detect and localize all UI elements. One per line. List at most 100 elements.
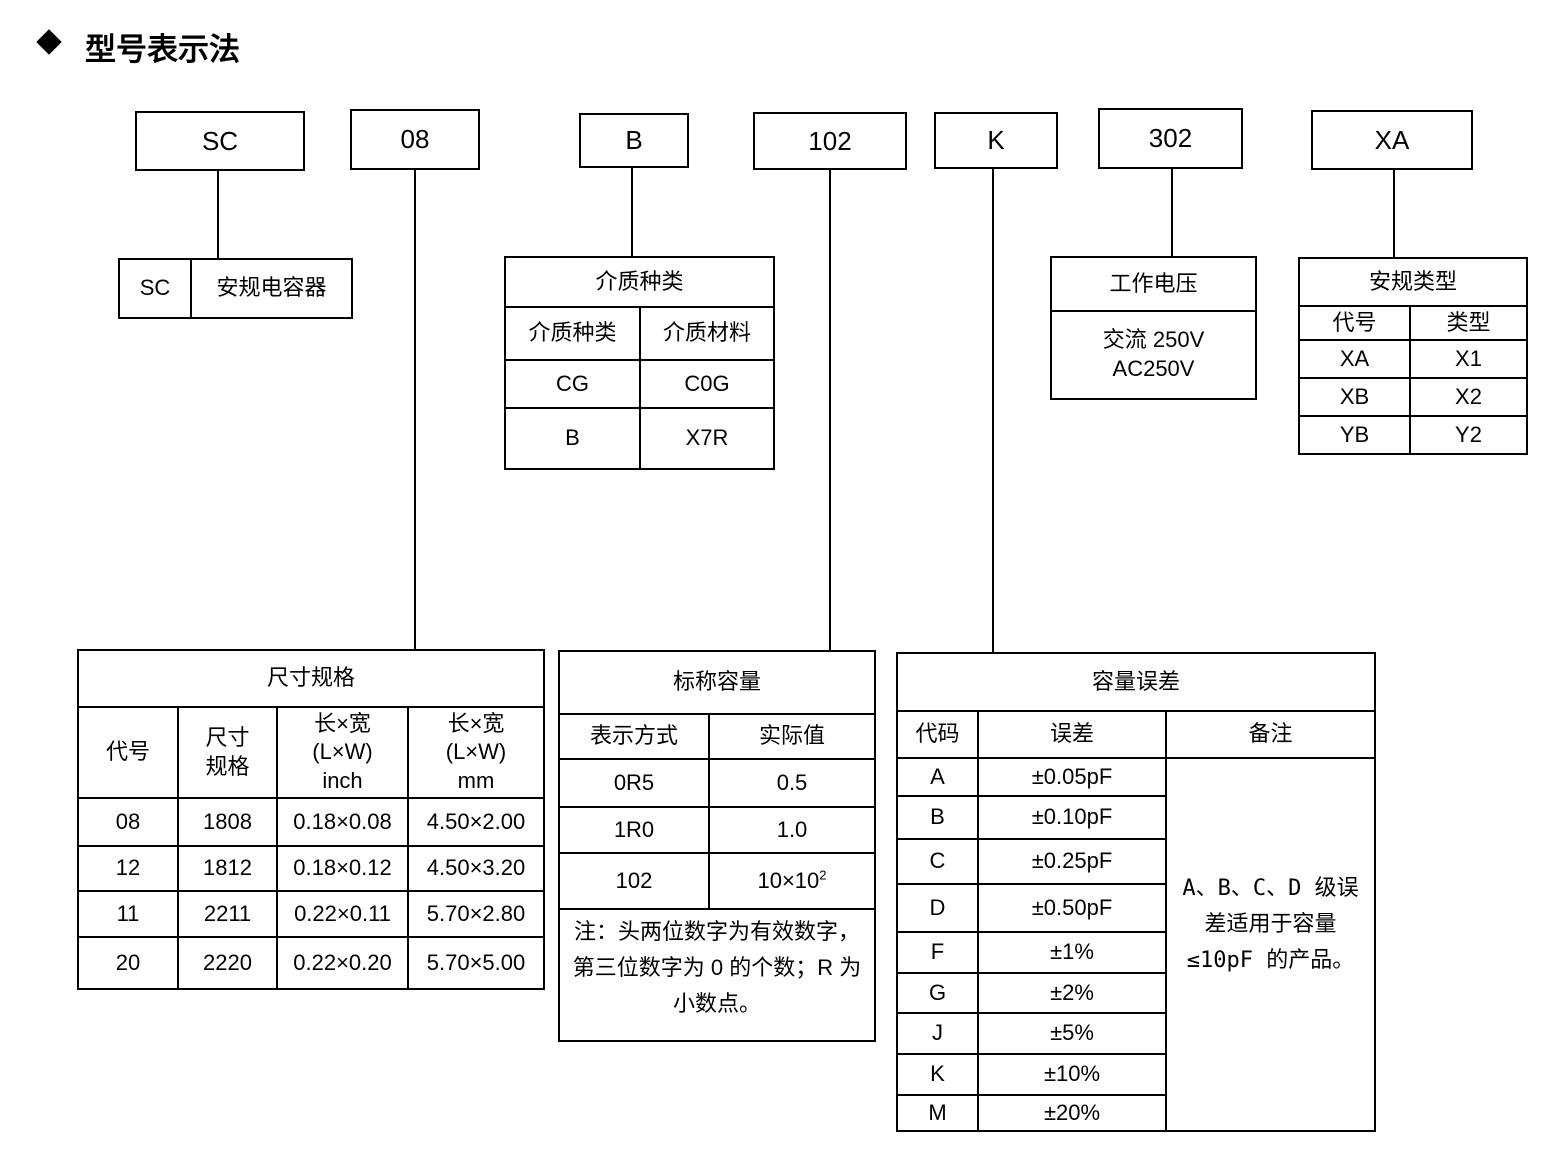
cell: 0.22×0.20 xyxy=(276,936,409,990)
cell: D xyxy=(896,883,979,933)
tolerance-title: 容量误差 xyxy=(896,652,1376,712)
column-header: 代码 xyxy=(896,710,979,759)
cell: 5.70×2.80 xyxy=(407,890,545,938)
column-header: 备注 xyxy=(1165,710,1376,759)
connector-line xyxy=(631,167,633,257)
cell: 0.18×0.12 xyxy=(276,845,409,892)
cell: ±5% xyxy=(977,1012,1167,1055)
cell: G xyxy=(896,972,979,1014)
cell: ±0.25pF xyxy=(977,838,1167,885)
code-box-series: SC xyxy=(135,111,305,171)
column-header: 介质材料 xyxy=(639,306,775,361)
cell: 2220 xyxy=(177,936,278,990)
column-header: 尺寸规格 xyxy=(177,706,278,799)
cell: Y2 xyxy=(1409,415,1528,455)
cell: XB xyxy=(1298,377,1411,417)
connector-line xyxy=(1393,170,1395,258)
header-line: (L×W) xyxy=(445,739,507,765)
cell: 5.70×5.00 xyxy=(407,936,545,990)
cell: 1812 xyxy=(177,845,278,892)
safety-title: 安规类型 xyxy=(1298,257,1528,307)
cell: ±20% xyxy=(977,1094,1167,1132)
cell: 1.0 xyxy=(708,806,876,854)
tolerance-table: 容量误差 代码误差备注 A±0.05pF A、B、C、D 级误差适用于容量≤10… xyxy=(896,652,1376,1132)
series-name: 安规电容器 xyxy=(190,258,353,319)
cell: K xyxy=(896,1053,979,1096)
cell: C0G xyxy=(639,359,775,409)
voltage-line: 交流 250V xyxy=(1102,327,1205,353)
connector-line xyxy=(992,169,994,653)
cell: J xyxy=(896,1012,979,1055)
cell: 2211 xyxy=(177,890,278,938)
table-row: K±10% xyxy=(896,1053,1375,1096)
header-line: 长×宽 xyxy=(314,710,371,736)
cell: 12 xyxy=(77,845,179,892)
code-box-size: 08 xyxy=(350,109,480,170)
cell: ±10% xyxy=(977,1053,1167,1096)
cell: ±1% xyxy=(977,931,1167,974)
cell: ±0.50pF xyxy=(977,883,1167,933)
code-box-safety: XA xyxy=(1311,110,1473,170)
table-row: D±0.50pF xyxy=(896,883,1375,933)
header-line: (L×W) xyxy=(312,739,373,765)
cell: ±0.10pF xyxy=(977,795,1167,840)
cell: 08 xyxy=(77,797,179,847)
cell: XA xyxy=(1298,339,1411,379)
capacitance-title: 标称容量 xyxy=(558,650,876,715)
header-line: 代号 xyxy=(105,739,150,765)
cell: 4.50×3.20 xyxy=(407,845,545,892)
column-header: 类型 xyxy=(1409,305,1528,341)
column-header: 表示方式 xyxy=(558,713,710,760)
cell: C xyxy=(896,838,979,885)
diamond-bullet-icon xyxy=(36,29,62,55)
value-exponent: 2 xyxy=(819,867,827,883)
column-header: 介质种类 xyxy=(504,306,641,361)
cell: 11 xyxy=(77,890,179,938)
header-line: 尺寸 xyxy=(205,724,250,750)
header-line: mm xyxy=(457,767,495,793)
header-line: 长×宽 xyxy=(447,710,505,736)
size-title: 尺寸规格 xyxy=(77,649,545,708)
cell: M xyxy=(896,1094,979,1132)
column-header: 长×宽 (L×W)inch xyxy=(276,706,409,799)
table-row: F±1% xyxy=(896,931,1375,974)
cell: B xyxy=(896,795,979,840)
connector-line xyxy=(829,170,831,651)
cell: 4.50×2.00 xyxy=(407,797,545,847)
cell: 1808 xyxy=(177,797,278,847)
cell: 10×102 xyxy=(708,852,876,910)
capacitance-note: 注：头两位数字为有效数字，第三位数字为 0 的个数；R 为小数点。 xyxy=(558,908,876,1042)
header-line: inch xyxy=(322,767,363,793)
table-row: B±0.10pF xyxy=(896,795,1375,840)
column-header: 长×宽 (L×W)mm xyxy=(407,706,545,799)
cell: 0.18×0.08 xyxy=(276,797,409,847)
table-row: A±0.05pF A、B、C、D 级误差适用于容量≤10pF 的产品。 xyxy=(896,757,1376,1132)
series-code: SC xyxy=(118,258,192,319)
page-title: 型号表示法 xyxy=(85,32,240,67)
value-base: 10×10 xyxy=(757,867,820,893)
cell: X2 xyxy=(1409,377,1528,417)
cell: 20 xyxy=(77,936,179,990)
table-row: G±2% xyxy=(896,972,1375,1014)
cell: 0.5 xyxy=(708,758,876,808)
cell: A xyxy=(896,757,979,797)
cell: YB xyxy=(1298,415,1411,455)
code-box-tolerance: K xyxy=(934,112,1058,169)
cell: 1R0 xyxy=(558,806,710,854)
table-row: C±0.25pF xyxy=(896,838,1375,885)
